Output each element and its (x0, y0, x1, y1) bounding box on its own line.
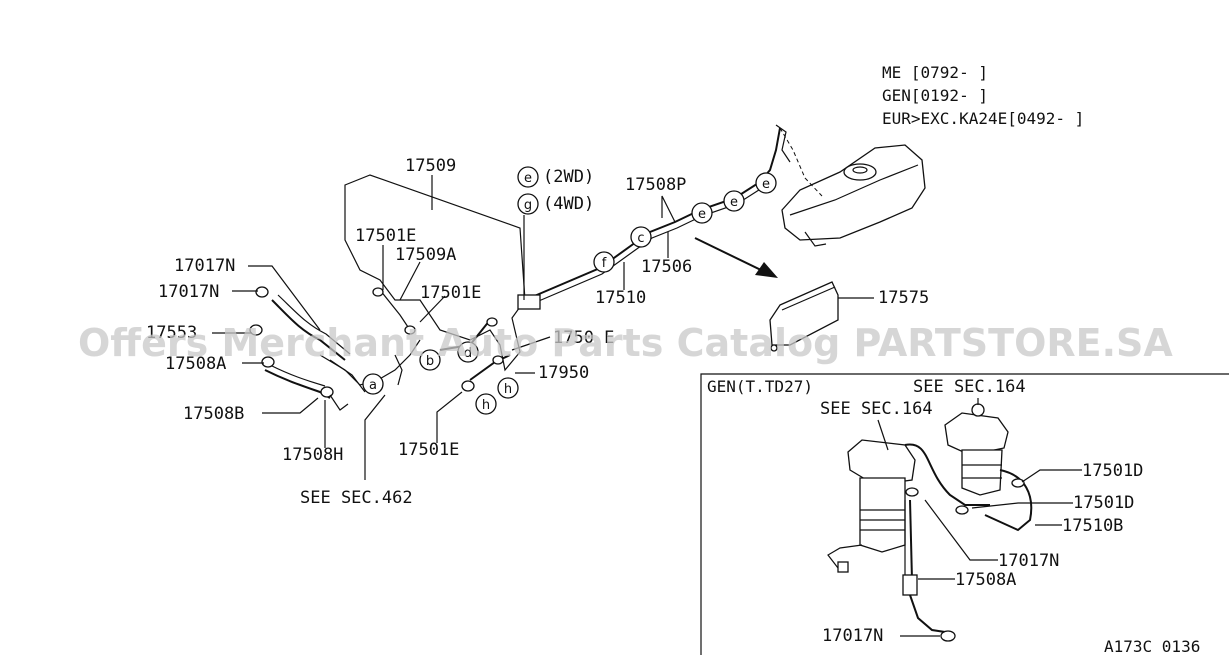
callout-17501E-right: 1750 E (553, 328, 614, 348)
clip-e-letter-2: e (730, 195, 738, 210)
callout-17575: 17575 (878, 288, 929, 308)
legend-2wd: (2WD) (543, 167, 594, 187)
clip-markers: a b d h h f c e e e (362, 172, 777, 415)
inset-callout-17510B: 17510B (1062, 516, 1123, 536)
direction-arrow (694, 237, 778, 278)
callout-17510: 17510 (595, 288, 646, 308)
canister-17575 (769, 281, 839, 352)
watermark-text: Offers Merchant Auto Parts Catalog PARTS… (78, 321, 1173, 365)
inset-callout-17501D-1: 17501D (1082, 461, 1143, 481)
callout-17501E-bot: 17501E (398, 440, 459, 460)
callout-17506: 17506 (641, 257, 692, 277)
legend-4wd: (4WD) (543, 194, 594, 214)
legend-g-letter: g (524, 198, 532, 213)
leader-lines (212, 175, 874, 480)
clip-a-letter: a (369, 378, 377, 393)
callout-17950: 17950 (538, 363, 589, 383)
inset-gen-td27: GEN(T.TD27) SEE SEC.164 SEE SEC.164 (700, 373, 1229, 655)
callout-17501E-top: 17501E (355, 226, 416, 246)
callout-see-sec-462: SEE SEC.462 (300, 488, 413, 508)
callout-17017N-2: 17017N (158, 282, 219, 302)
clip-f-letter: f (602, 256, 607, 271)
main-fuel-pipe (517, 127, 781, 310)
figure-code: A173C 0136 (1104, 637, 1200, 656)
callout-17508P: 17508P (625, 175, 686, 195)
clip-h-letter-2: h (482, 398, 490, 413)
inset-callout-17017N-b: 17017N (822, 626, 883, 646)
applicability-line-3: EUR>EXC.KA24E[0492- ] (882, 109, 1084, 128)
callout-17508A: 17508A (165, 354, 226, 374)
clip-h-letter-1: h (504, 382, 512, 397)
clip-e-letter-1: e (698, 207, 706, 222)
heat-shield-panel (344, 174, 526, 372)
callout-17509A: 17509A (395, 245, 456, 265)
clip-e-letter-3: e (762, 177, 770, 192)
main-callouts: 17509 17501E 17509A 17017N 17017N 17501E… (146, 156, 929, 508)
drive-legend: e (2WD) g (4WD) (517, 166, 594, 300)
fuel-tank (775, 124, 926, 247)
inset-callout-17501D-2: 17501D (1073, 493, 1134, 513)
legend-e-letter: e (524, 171, 532, 186)
callout-17508B: 17508B (183, 404, 244, 424)
clip-b-letter: b (426, 354, 434, 369)
callout-17508H: 17508H (282, 445, 343, 465)
inset-callout-17508A: 17508A (955, 570, 1016, 590)
applicability-line-1: ME [0792- ] (882, 63, 988, 82)
inset-see-sec-164-b: SEE SEC.164 (820, 399, 933, 419)
callout-17509: 17509 (405, 156, 456, 176)
inset-see-sec-164-a: SEE SEC.164 (913, 377, 1026, 397)
applicability-line-2: GEN[0192- ] (882, 86, 988, 105)
clip-c-letter: c (637, 231, 644, 246)
callout-17501E-mid: 17501E (420, 283, 481, 303)
clip-d-letter: d (464, 346, 472, 361)
callout-17553: 17553 (146, 323, 197, 343)
inset-callout-17017N-a: 17017N (998, 551, 1059, 571)
inset-title: GEN(T.TD27) (707, 377, 813, 396)
callout-17017N-1: 17017N (174, 256, 235, 276)
applicability-block: ME [0792- ] GEN[0192- ] EUR>EXC.KA24E[04… (882, 63, 1084, 128)
